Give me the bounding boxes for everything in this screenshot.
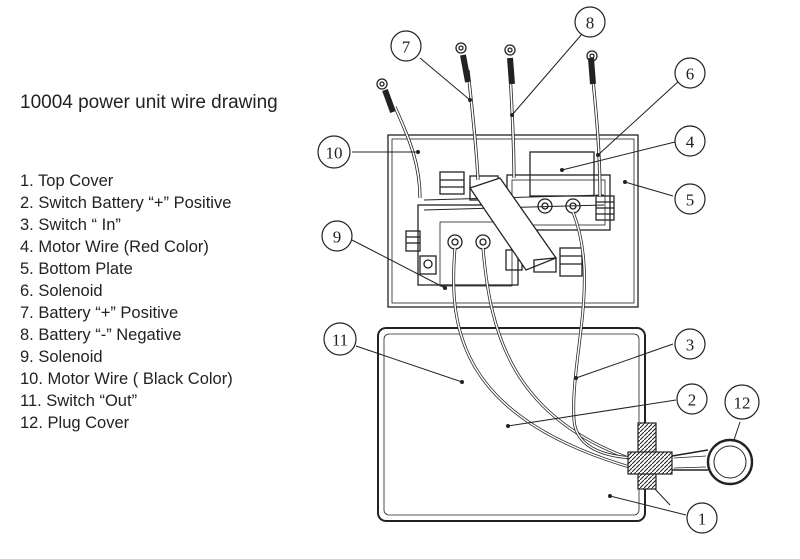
legend-item-motor-wire-black: 10. Motor Wire ( Black Color) (20, 370, 233, 388)
callout-6 (674, 57, 706, 89)
legend-item-solenoid-9: 9. Solenoid (20, 348, 103, 366)
callout-9 (321, 220, 353, 252)
callout-5-label: 5 (686, 191, 695, 210)
callout-12 (724, 384, 760, 420)
legend-item-switch-battery-positive: 2. Switch Battery “+” Positive (20, 194, 232, 212)
callout-4-label: 4 (686, 133, 695, 152)
callout-7-label: 7 (402, 38, 411, 57)
callout-4 (674, 125, 706, 157)
callout-3 (674, 328, 706, 360)
wire-switch-out (452, 247, 641, 472)
callout-5 (674, 183, 706, 215)
callout-10-label: 10 (326, 144, 343, 163)
callout-2 (676, 383, 708, 415)
callout-11 (323, 322, 357, 356)
legend-item-motor-wire-red: 4. Motor Wire (Red Color) (20, 238, 209, 256)
callout-3-label: 3 (686, 336, 695, 355)
wire-switch-battery-positive (481, 247, 641, 464)
wire-motor-red (590, 69, 602, 197)
legend-item-battery-negative: 8. Battery “-” Negative (20, 326, 182, 344)
legend-item-top-cover: 1. Top Cover (20, 172, 114, 190)
callout-8 (574, 6, 606, 38)
legend-item-battery-positive: 7. Battery “+” Positive (20, 304, 179, 322)
legend-item-plug-cover: 12. Plug Cover (20, 414, 130, 432)
callout-12-label: 12 (734, 394, 751, 413)
callout-6-label: 6 (686, 65, 695, 84)
legend-item-bottom-plate: 5. Bottom Plate (20, 260, 133, 278)
top-cover (377, 327, 646, 522)
wire-battery-negative (508, 71, 516, 179)
legend-item-solenoid-6: 6. Solenoid (20, 282, 103, 300)
callout-7 (390, 30, 422, 62)
wire-switch-in (571, 211, 641, 460)
callout-10 (317, 135, 351, 169)
callout-1 (686, 502, 718, 534)
callout-11-label: 11 (332, 331, 348, 350)
callout-9-label: 9 (333, 228, 342, 247)
diagram-title: 10004 power unit wire drawing (20, 92, 278, 113)
legend-item-switch-out: 11. Switch “Out” (20, 392, 138, 410)
legend-item-switch-in: 3. Switch “ In” (20, 216, 121, 234)
callout-2-label: 2 (688, 391, 697, 410)
plug-cover (706, 438, 754, 486)
wire-battery-positive (466, 69, 480, 181)
callout-8-label: 8 (586, 14, 595, 33)
parts-legend: 1. Top Cover 2. Switch Battery “+” Posit… (20, 170, 233, 434)
callout-1-label: 1 (698, 510, 707, 529)
